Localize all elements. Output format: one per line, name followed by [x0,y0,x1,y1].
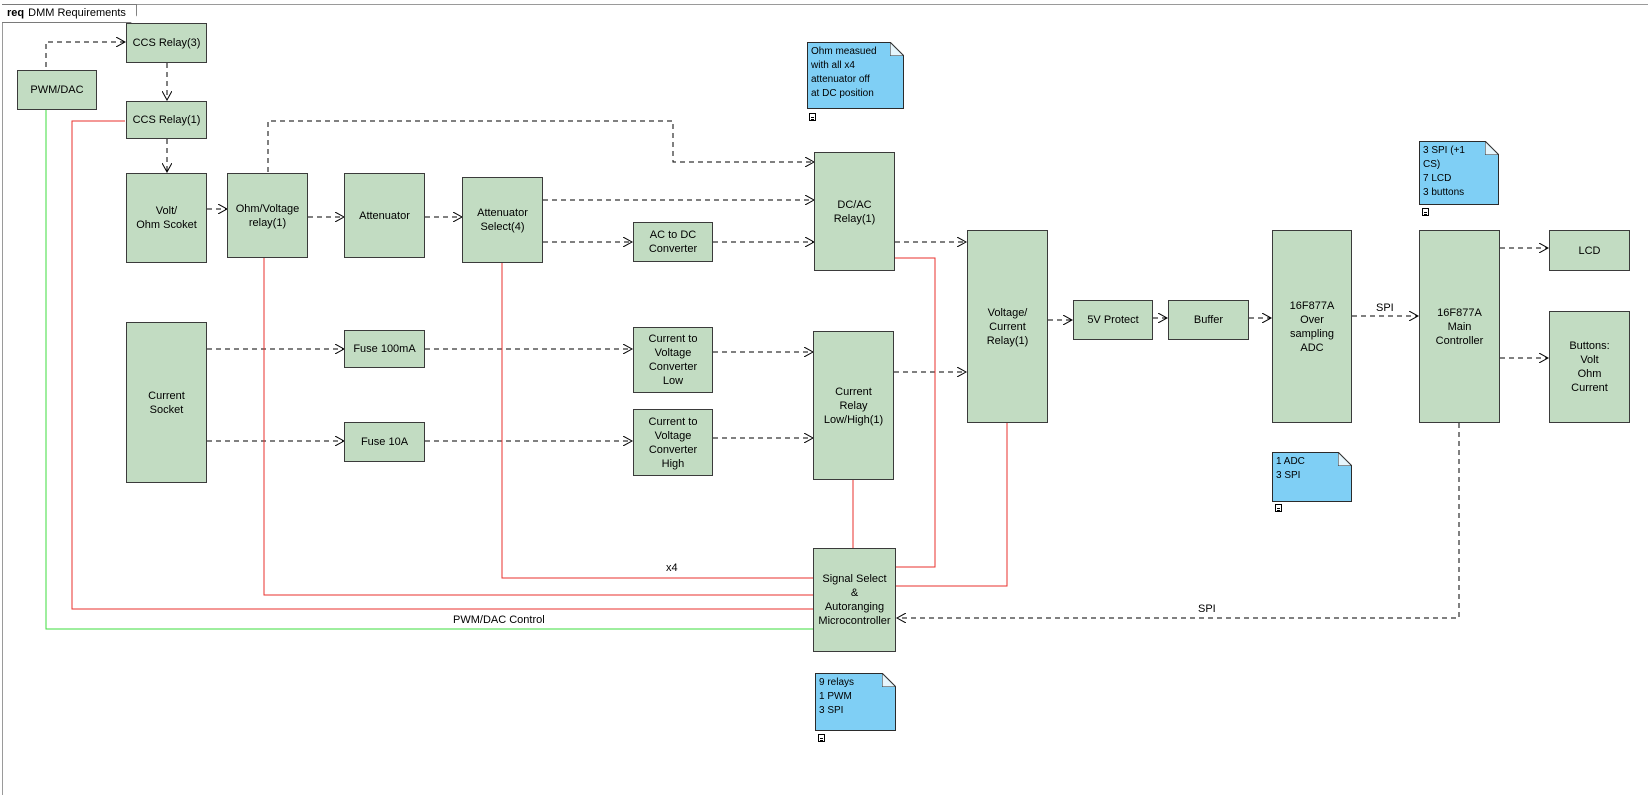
control-dcac [895,257,936,568]
block-5v-protect[interactable]: 5V Protect [1073,300,1153,340]
note-fold-corner [882,673,896,687]
control-vc-relay [896,423,1008,587]
block-ctv-converter-low[interactable]: Current to Voltage Converter Low [633,327,713,393]
control-att-select [501,263,813,579]
block-voltage-current-relay[interactable]: Voltage/ Current Relay(1) [967,230,1048,423]
note-adc-spi[interactable]: 1 ADC 3 SPI [1272,452,1352,502]
flow-ohm-relay-to-dcac [267,120,814,172]
control-pwm-dac [45,110,813,630]
block-lcd[interactable]: LCD [1549,230,1630,271]
block-volt-ohm-socket[interactable]: Volt/ Ohm Scoket [126,173,207,263]
flow-pwm-to-ccs3 [45,42,125,67]
block-current-socket[interactable]: Current Socket [126,322,207,483]
note-fold-corner [1338,452,1352,466]
block-pwm-dac[interactable]: PWM/DAC [17,70,97,110]
note-document-icon [818,734,825,742]
block-main-controller[interactable]: 16F877A Main Controller [1419,230,1500,423]
label-x4: x4 [666,562,678,574]
block-signal-select-microcontroller[interactable]: Signal Select & Autoranging Microcontrol… [813,548,896,652]
flow-main-to-signal-select [897,423,1460,618]
note-fold-corner [890,42,904,56]
note-relays-pwm-spi[interactable]: 9 relays 1 PWM 3 SPI [815,673,896,731]
block-current-relay[interactable]: Current Relay Low/High(1) [813,331,894,480]
note-fold-corner [1485,141,1499,155]
block-ohm-voltage-relay[interactable]: Ohm/Voltage relay(1) [227,173,308,258]
block-ac-to-dc-converter[interactable]: AC to DC Converter [633,222,713,262]
frame-title: DMM Requirements [28,7,126,19]
note-document-icon [1422,208,1429,216]
block-fuse-10a[interactable]: Fuse 10A [344,422,425,462]
block-buttons[interactable]: Buttons: Volt Ohm Current [1549,311,1630,423]
block-ccs-relay-1[interactable]: CCS Relay(1) [126,101,207,139]
diagram-frame [2,4,1648,795]
label-spi-adc-main: SPI [1376,302,1394,314]
label-spi-main-signal: SPI [1198,603,1216,615]
note-ohm-measured[interactable]: Ohm measued with all x4 attenuator off a… [807,42,904,109]
block-adc-16f877a[interactable]: 16F877A Over sampling ADC [1272,230,1352,423]
label-pwm-dac-control: PWM/DAC Control [453,614,545,626]
block-attenuator[interactable]: Attenuator [344,173,425,258]
block-fuse-100ma[interactable]: Fuse 100mA [344,330,425,368]
block-ctv-converter-high[interactable]: Current to Voltage Converter High [633,409,713,476]
control-ohm-relay [263,258,813,596]
frame-keyword: req [7,7,25,19]
block-ccs-relay-3[interactable]: CCS Relay(3) [126,23,207,63]
note-document-icon [1275,504,1282,512]
note-document-icon [809,113,816,121]
block-buffer[interactable]: Buffer [1168,300,1249,340]
block-dcac-relay[interactable]: DC/AC Relay(1) [814,152,895,271]
control-ccs1 [71,120,813,610]
block-attenuator-select[interactable]: Attenuator Select(4) [462,177,543,263]
